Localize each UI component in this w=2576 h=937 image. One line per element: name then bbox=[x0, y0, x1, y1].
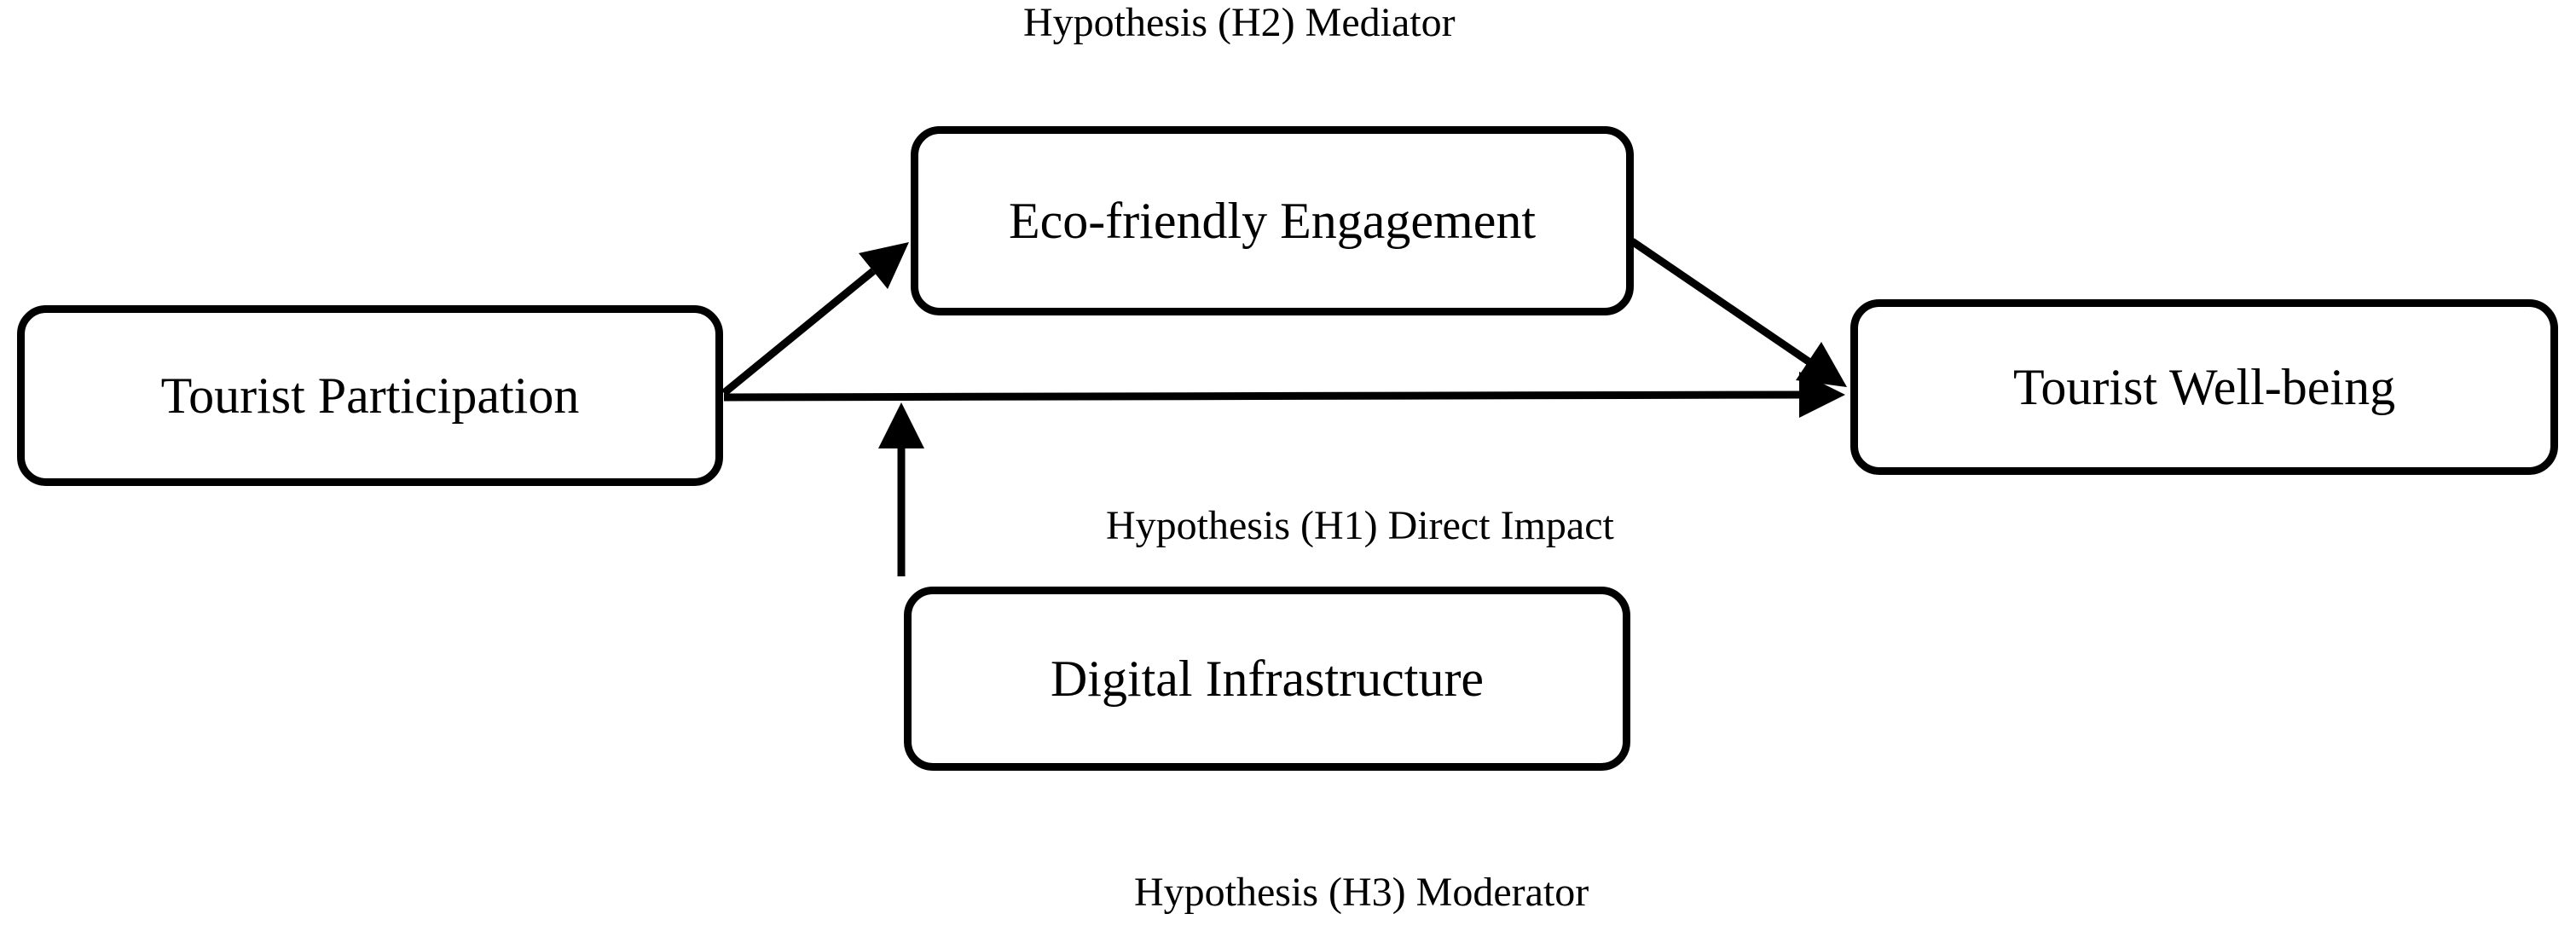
node-tourist-participation: Tourist Participation bbox=[17, 305, 723, 486]
arrow-moderator-head-icon bbox=[878, 402, 924, 448]
node-eco-friendly-engagement-label: Eco-friendly Engagement bbox=[1008, 193, 1537, 249]
arrow-mediation-in-head-icon bbox=[859, 242, 909, 289]
arrow-mediation-out-head-icon bbox=[1796, 342, 1847, 387]
node-tourist-well-being: Tourist Well-being bbox=[1850, 299, 2558, 475]
node-tourist-participation-label: Tourist Participation bbox=[160, 367, 580, 424]
hypothesis-h2-mediator-label: Hypothesis (H2) Mediator bbox=[1023, 0, 1456, 45]
node-digital-infrastructure-label: Digital Infrastructure bbox=[1050, 651, 1485, 707]
arrow-mediation-out-line bbox=[1630, 238, 1811, 365]
node-digital-infrastructure: Digital Infrastructure bbox=[904, 587, 1630, 771]
node-tourist-well-being-label: Tourist Well-being bbox=[2012, 359, 2396, 415]
arrow-mediation-in-line bbox=[721, 268, 876, 396]
node-eco-friendly-engagement: Eco-friendly Engagement bbox=[911, 126, 1634, 315]
hypothesis-h3-moderator-label: Hypothesis (H3) Moderator bbox=[1134, 870, 1589, 915]
hypothesis-h1-direct-impact-label: Hypothesis (H1) Direct Impact bbox=[1106, 503, 1614, 548]
arrow-direct-head-icon bbox=[1799, 372, 1845, 418]
arrow-direct-line bbox=[723, 390, 1800, 402]
